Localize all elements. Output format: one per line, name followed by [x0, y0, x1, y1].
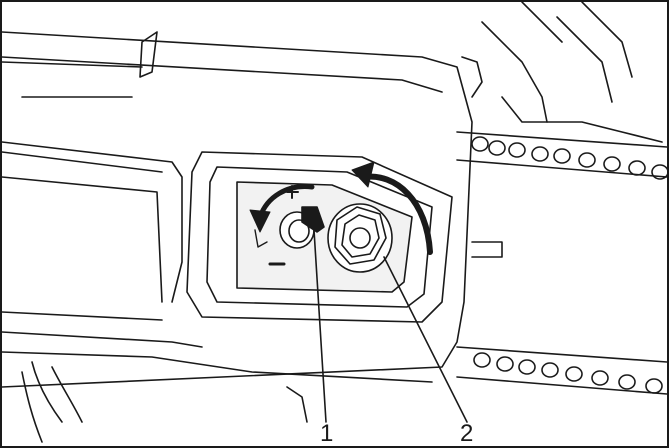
- leader-2: [383, 256, 468, 423]
- rotation-arrows: [249, 161, 433, 255]
- arrow-left-head: [249, 209, 271, 233]
- callout-2-label: 2: [460, 420, 474, 447]
- saw-chain-top: [456, 131, 667, 180]
- bar-nut: [327, 203, 393, 273]
- leader-1: [313, 229, 327, 423]
- arrow-right-head: [351, 161, 375, 188]
- callout-1-label: 1: [320, 420, 334, 447]
- tension-screw: [279, 206, 325, 249]
- plus-mark: [286, 185, 299, 199]
- housing-slot: [139, 31, 158, 78]
- saw-housing: [2, 2, 663, 443]
- bar-stud: [471, 241, 503, 258]
- leader-lines: [313, 229, 468, 423]
- adjuster-marks: [254, 185, 299, 266]
- saw-chain-bottom: [456, 346, 667, 395]
- adjuster-recess: [186, 151, 453, 323]
